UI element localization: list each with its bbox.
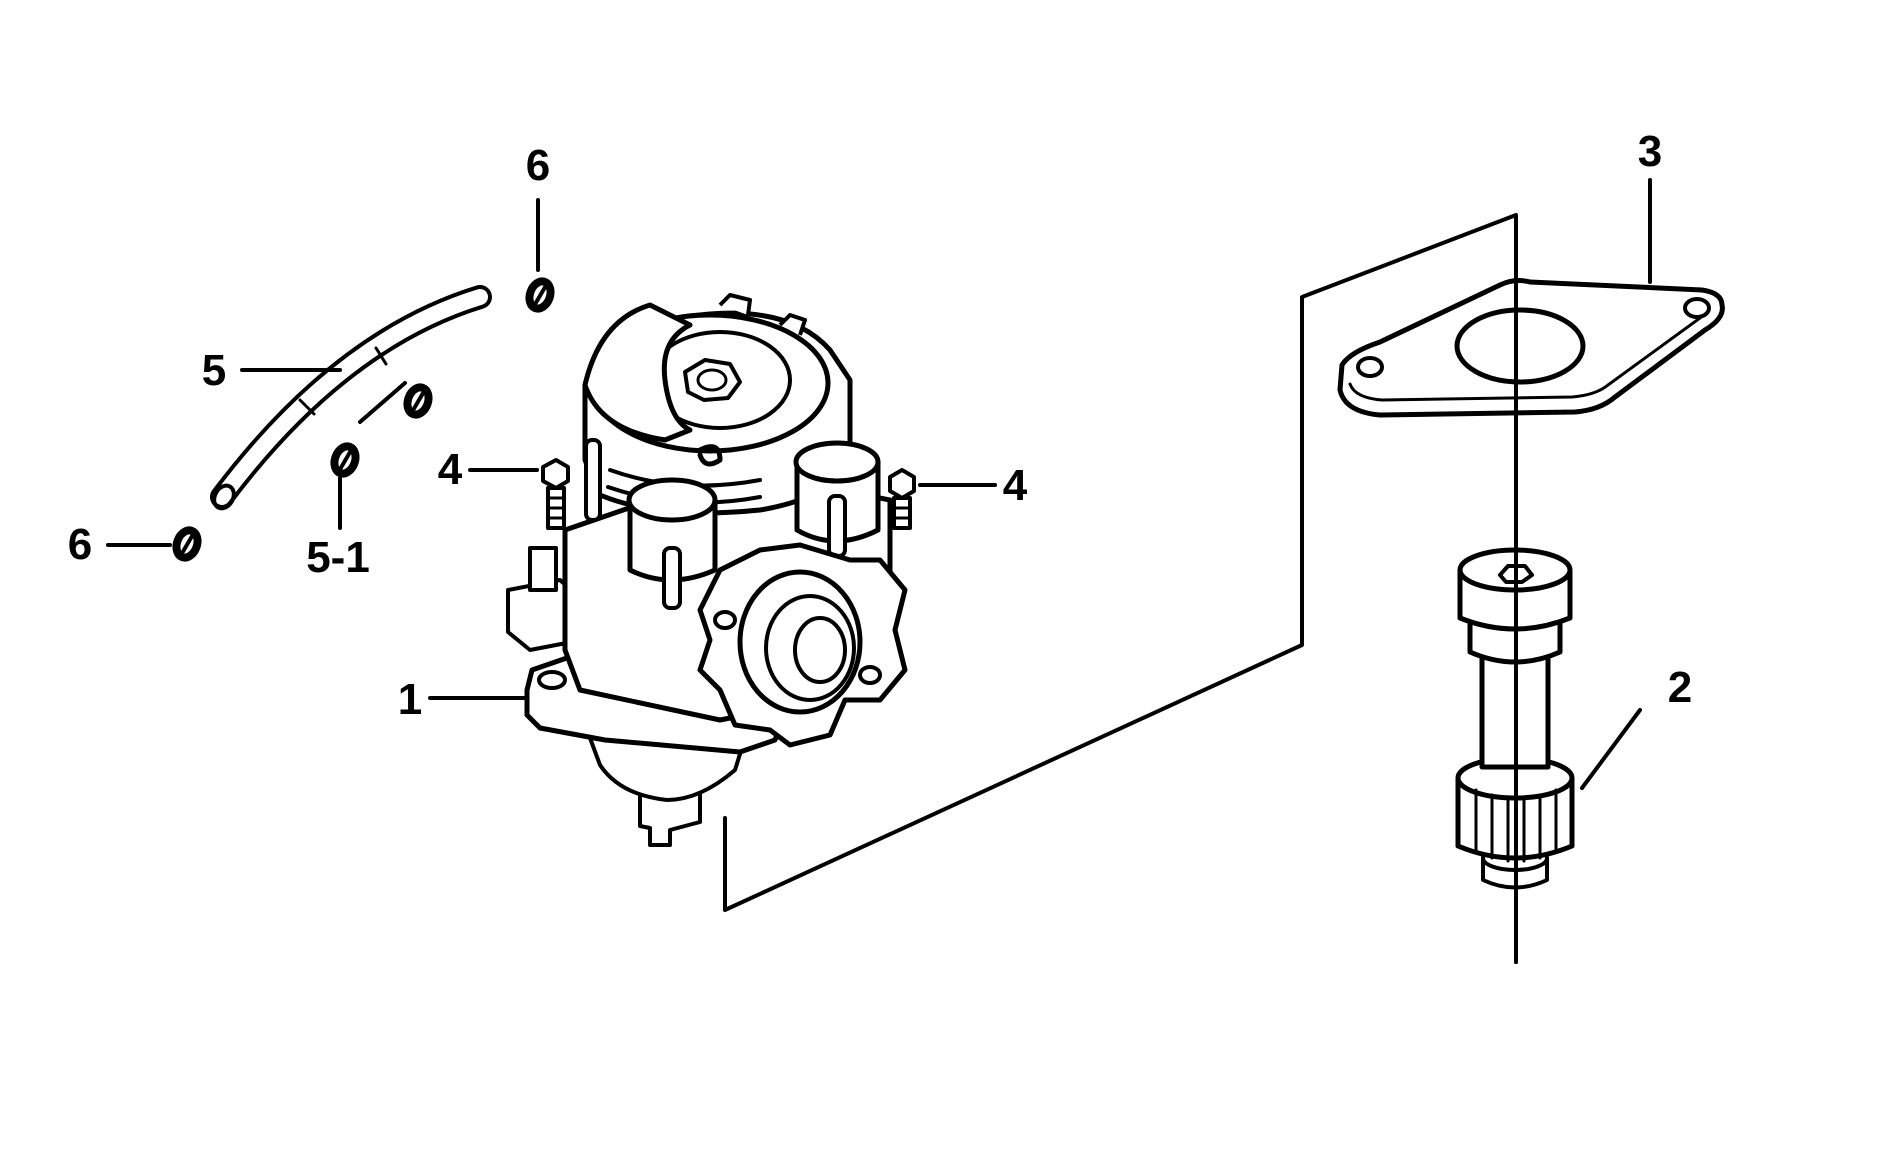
oil-hose-icon xyxy=(210,285,492,511)
leader-line-5-1-clip xyxy=(358,381,407,424)
bolt-icon xyxy=(888,468,916,530)
hose-clip-icon xyxy=(172,526,202,562)
callout-6-left: 6 xyxy=(68,520,92,569)
bolt-icon xyxy=(541,458,570,530)
callout-4-right: 4 xyxy=(1003,461,1028,510)
hose-clip-icon xyxy=(330,442,360,478)
gasket-icon xyxy=(1337,278,1725,418)
leader-lines xyxy=(106,178,1652,790)
callout-1: 1 xyxy=(398,675,422,724)
callout-2: 2 xyxy=(1668,663,1692,712)
callout-3: 3 xyxy=(1638,127,1662,176)
oil-pump-icon xyxy=(506,293,908,847)
callout-6-top: 6 xyxy=(526,141,550,190)
callout-5: 5 xyxy=(202,346,226,395)
hose-clip-icon xyxy=(403,383,433,419)
callout-4-left: 4 xyxy=(438,445,463,494)
callout-5-1: 5-1 xyxy=(306,533,370,582)
leader-line-2 xyxy=(1580,708,1642,790)
hose-clip-icon xyxy=(525,277,555,313)
